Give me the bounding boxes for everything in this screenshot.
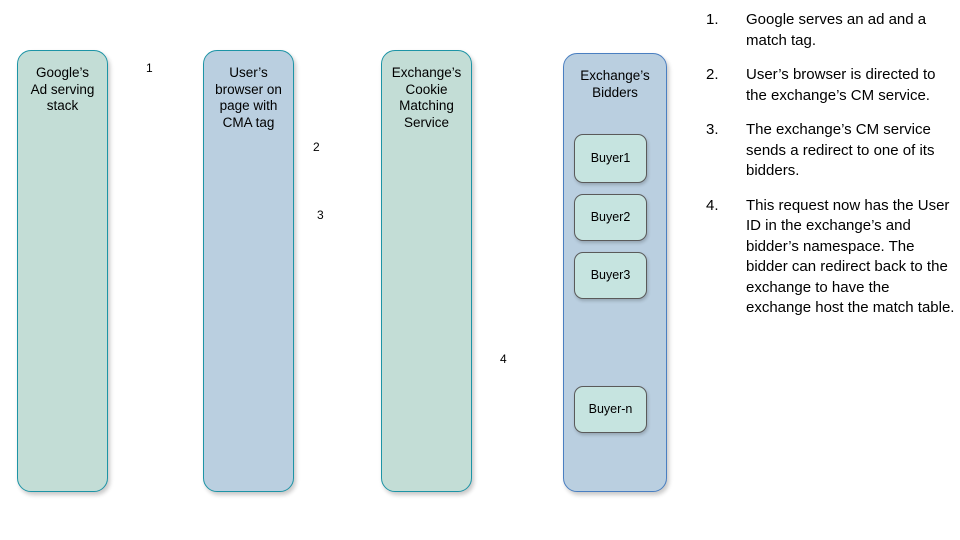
steps-legend: 1. Google serves an ad and a match tag. …	[706, 10, 956, 333]
legend-number: 1.	[706, 11, 719, 28]
legend-text: User’s browser is directed to the exchan…	[746, 66, 936, 104]
arrow-3-number: 3	[317, 208, 324, 222]
legend-number: 4.	[706, 196, 719, 214]
legend-text: The exchange’s CM service sends a redire…	[746, 121, 935, 179]
arrow-1-number: 1	[146, 61, 153, 75]
lane-users-browser: User’s browser on page with CMA tag	[203, 50, 294, 492]
legend-item-4: 4. This request now has the User ID in t…	[706, 196, 956, 319]
lane-label: Google’s Ad serving stack	[30, 65, 95, 113]
buyer-label: Buyer3	[590, 268, 631, 283]
legend-text: This request now has the User ID in the …	[746, 196, 955, 317]
lane-label: Exchange’s Bidders	[580, 68, 650, 100]
lane-google-ad-serving-stack: Google’s Ad serving stack	[17, 50, 108, 492]
legend-text: Google serves an ad and a match tag.	[746, 11, 927, 49]
legend-number: 2.	[706, 66, 719, 83]
buyer-box-buyer-n: Buyer-n	[574, 386, 647, 433]
buyer-label: Buyer2	[590, 210, 631, 225]
legend-item-1: 1. Google serves an ad and a match tag.	[706, 10, 956, 51]
legend-item-3: 3. The exchange’s CM service sends a red…	[706, 120, 956, 182]
lane-label: User’s browser on page with CMA tag	[215, 65, 282, 130]
buyer-box-buyer2: Buyer2	[574, 194, 647, 241]
lane-exchange-cookie-matching-service: Exchange’s Cookie Matching Service	[381, 50, 472, 492]
buyer-box-buyer3: Buyer3	[574, 252, 647, 299]
legend-number: 3.	[706, 121, 719, 138]
arrow-2-number: 2	[313, 140, 320, 154]
buyer-label: Buyer-n	[588, 402, 633, 417]
lane-label: Exchange’s Cookie Matching Service	[391, 65, 462, 130]
legend-item-2: 2. User’s browser is directed to the exc…	[706, 65, 956, 106]
buyer-box-buyer1: Buyer1	[574, 134, 647, 183]
buyer-label: Buyer1	[590, 151, 631, 166]
arrow-4-number: 4	[500, 352, 507, 366]
